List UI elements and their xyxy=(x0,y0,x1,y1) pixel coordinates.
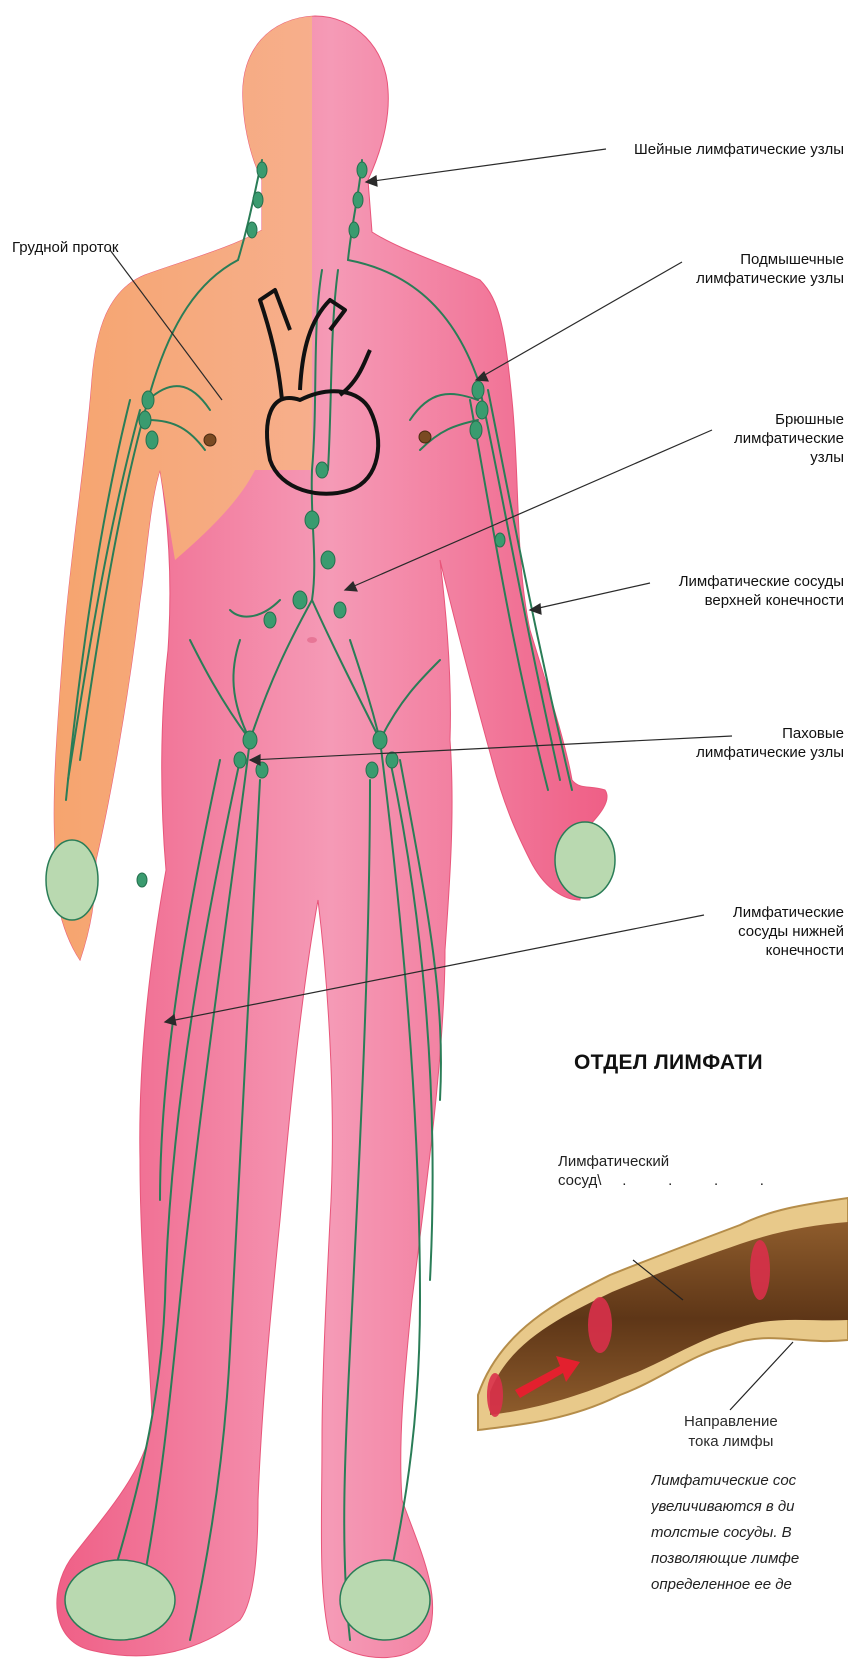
label-thoracic-duct: Грудной проток xyxy=(12,238,118,257)
label-inguinal-line-2: лимфатические узлы xyxy=(640,743,844,762)
label-upper-limb-vessels: Лимфатические сосуды верхней конечности xyxy=(640,572,844,610)
label-lymph-vessel-line-1: Лимфатический xyxy=(558,1152,764,1171)
caption-line-1: Лимфатические сос xyxy=(651,1468,848,1494)
label-axillary-line-1: Подмышечные xyxy=(640,250,844,269)
label-lymph-vessel: Лимфатический сосуд\ . . . . xyxy=(558,1152,764,1190)
label-lower-limb-line-3: конечности xyxy=(690,941,844,960)
label-upper-limb-line-1: Лимфатические сосуды xyxy=(640,572,844,591)
label-upper-limb-line-2: верхней конечности xyxy=(640,591,844,610)
label-axillary-line-2: лимфатические узлы xyxy=(640,269,844,288)
label-abdominal-nodes: Брюшные лимфатические узлы xyxy=(680,410,844,467)
caption-line-3: толстые сосуды. В xyxy=(651,1520,848,1546)
section-title: ОТДЕЛ ЛИМФАТИ xyxy=(574,1051,848,1075)
label-axillary-nodes: Подмышечные лимфатические узлы xyxy=(640,250,844,288)
label-lymph-vessel-line-2: сосуд\ . . . . xyxy=(558,1171,764,1190)
label-flow-line-2: тока лимфы xyxy=(684,1432,778,1452)
label-lower-limb-vessels: Лимфатические сосуды нижней конечности xyxy=(690,903,844,960)
label-abdominal-line-1: Брюшные xyxy=(680,410,844,429)
label-cervical-nodes: Шейные лимфатические узлы xyxy=(608,140,844,159)
label-lower-limb-line-1: Лимфатические xyxy=(690,903,844,922)
lymph-vessel-diagram xyxy=(478,1198,848,1430)
label-flow-direction: Направление тока лимфы xyxy=(684,1412,778,1452)
caption-line-4: позволяющие лимфе xyxy=(651,1546,848,1572)
label-inguinal-line-1: Паховые xyxy=(640,724,844,743)
caption-text: Лимфатические сос увеличиваются в ди тол… xyxy=(651,1468,848,1598)
label-flow-line-1: Направление xyxy=(684,1412,778,1432)
label-abdominal-line-2: лимфатические xyxy=(680,429,844,448)
caption-line-5: определенное ее де xyxy=(651,1572,848,1598)
label-lower-limb-line-2: сосуды нижней xyxy=(690,922,844,941)
label-abdominal-line-3: узлы xyxy=(680,448,844,467)
caption-line-2: увеличиваются в ди xyxy=(651,1494,848,1520)
label-inguinal-nodes: Паховые лимфатические узлы xyxy=(640,724,844,762)
